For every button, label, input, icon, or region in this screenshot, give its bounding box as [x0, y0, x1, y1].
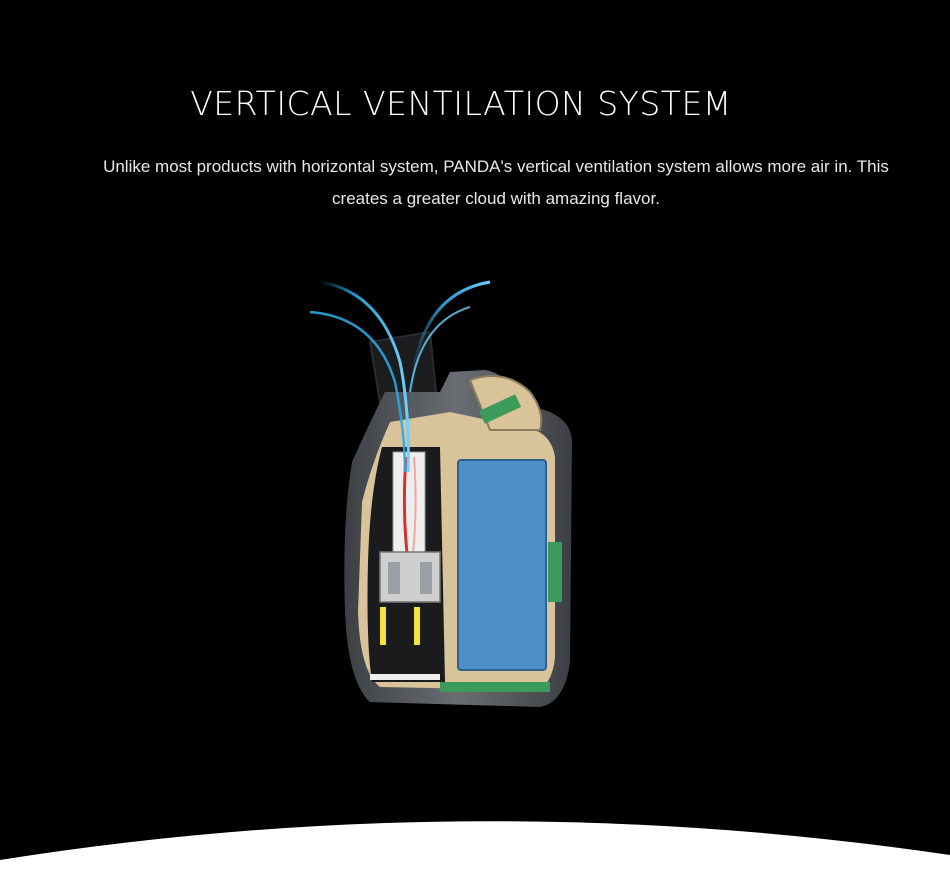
section-title: VERTICAL VENTILATION SYSTEM [190, 84, 732, 124]
side-board [548, 542, 562, 602]
section-description: Unlike most products with horizontal sys… [103, 157, 889, 208]
contact-pin-left [380, 607, 386, 645]
circuit-board [440, 682, 550, 692]
airflow-stream [319, 280, 410, 473]
bottom-white-arc [0, 821, 950, 887]
contact-pin-right [414, 607, 420, 645]
battery [457, 459, 547, 671]
device-cutaway-illustration [309, 280, 572, 707]
base-plate [370, 674, 440, 680]
